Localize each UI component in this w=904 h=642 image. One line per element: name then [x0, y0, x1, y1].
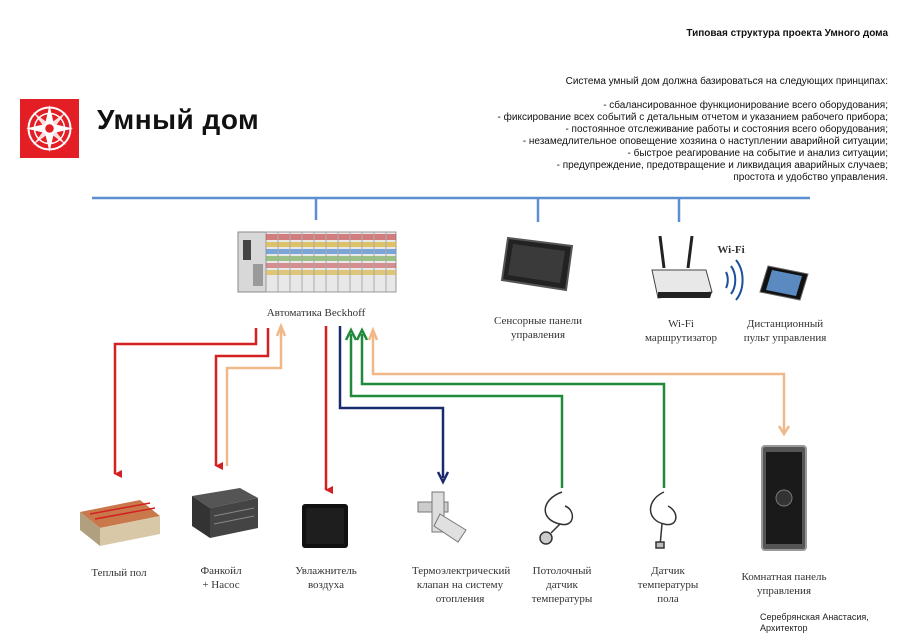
- principles-block: Система умный дом должна базироваться на…: [430, 76, 888, 184]
- main-title: Умный дом: [97, 104, 260, 135]
- room-panel-icon: [761, 445, 807, 551]
- warm-floor-label: Теплый пол: [91, 567, 147, 579]
- ceiling-sensor-label: Потолочный датчик температуры: [531, 565, 593, 605]
- beckhoff-label: Автоматика Beckhoff: [266, 307, 366, 319]
- sensor-panel-label: Сенсорные панели управления: [494, 315, 582, 341]
- principle-item: - сбалансированное функционирование всег…: [603, 100, 888, 111]
- author-role: Архитектор: [760, 623, 808, 633]
- principle-item: - фиксирование всех событий с детальным …: [497, 112, 888, 123]
- author-credit: Серебрянская Анастасия, Архитектор: [760, 612, 869, 634]
- fancoil-label: Фанкойл + Насос: [200, 565, 242, 591]
- remote-label: Дистанционный пульт управления: [743, 318, 827, 344]
- humidifier-label: Увлажнитель воздуха: [295, 565, 357, 591]
- room-panel-label: Комнатная панель управления: [741, 571, 827, 597]
- principle-item: - предупреждение, предотвращение и ликви…: [556, 160, 888, 171]
- wifi-label: Wi-Fi: [717, 244, 745, 256]
- ceiling-sensor-icon: [539, 491, 573, 545]
- floor-sensor-label: Датчик температуры пола: [637, 565, 699, 605]
- principle-item: - незамедлительное оповещение хозяина о …: [522, 136, 888, 147]
- author-name: Серебрянская Анастасия,: [760, 612, 869, 622]
- principles-intro: Система умный дом должна базироваться на…: [565, 76, 888, 87]
- document-title: Типовая структура проекта Умного дома: [686, 28, 888, 39]
- wifi-signal-icon: [725, 259, 744, 301]
- touch-panel-icon: [500, 236, 574, 292]
- beckhoff-plc-icon: [237, 231, 397, 293]
- wifi-router-label: Wi-Fi маршрутизатор: [645, 318, 717, 344]
- principle-item: - быстрое реагирование на событие и анал…: [627, 148, 888, 159]
- principle-item: простота и удобство управления.: [733, 172, 888, 183]
- humidifier-icon: [302, 504, 348, 548]
- floor-sensor-icon: [649, 491, 677, 549]
- warm-floor-icon: [80, 500, 160, 546]
- connection-lines: [113, 322, 791, 494]
- fancoil-icon: [192, 488, 258, 538]
- valve-label: Термоэлектрический клапан на систему ото…: [412, 565, 511, 605]
- communication-bus: [92, 196, 810, 222]
- smartphone-icon: [759, 265, 809, 301]
- logo-emblem-icon: [26, 105, 73, 152]
- principle-item: - постоянное отслеживание работы и состо…: [565, 124, 888, 135]
- logo: [20, 99, 79, 158]
- wifi-router-icon: [651, 235, 713, 299]
- thermo-valve-icon: [417, 491, 467, 543]
